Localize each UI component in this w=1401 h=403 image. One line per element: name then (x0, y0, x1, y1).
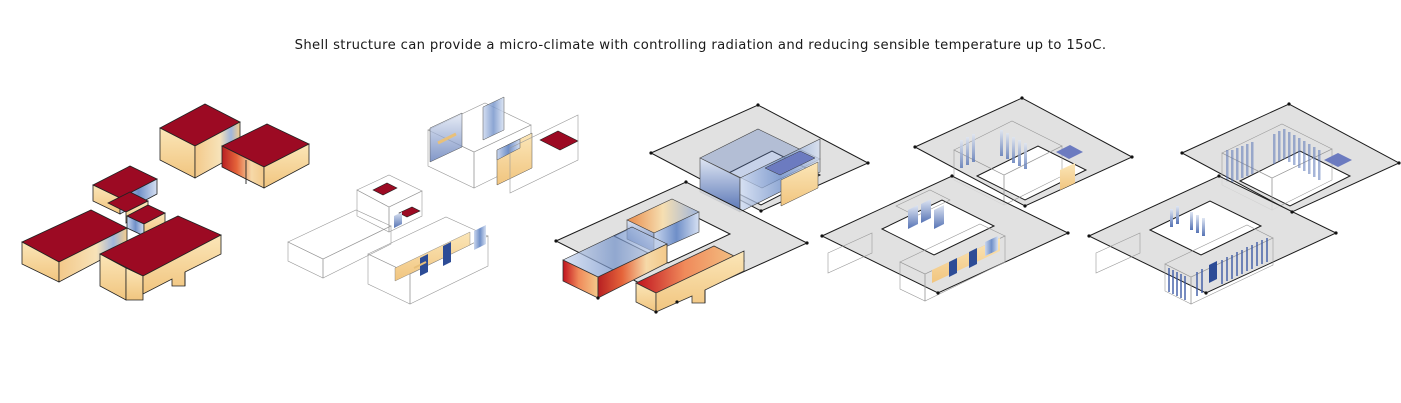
diagram-1-exposed-buildings (21, 103, 310, 301)
caption-text: Shell structure can provide a micro-clim… (294, 38, 1107, 53)
diagram-2-wireframe-buildings (287, 96, 579, 305)
diagram-3-shell-thermal (554, 103, 870, 314)
diagram-5-shell-dense-louvers (1087, 102, 1401, 305)
diagram-4-shell-louvers (820, 96, 1134, 302)
